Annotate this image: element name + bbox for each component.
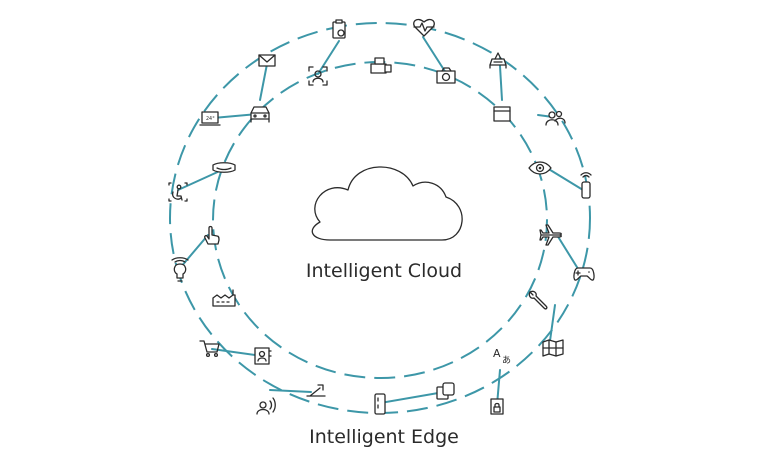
drone-icon (306, 384, 326, 397)
clipboard-icon (332, 19, 346, 39)
people-icon (545, 110, 566, 126)
smart-speaker-icon (580, 172, 592, 199)
map-icon (542, 339, 564, 357)
mail-icon (258, 54, 276, 67)
svg-text:あ: あ (502, 355, 511, 366)
translate-icon: A あ (493, 347, 511, 366)
heart-rate-icon (413, 18, 435, 37)
factory-icon (370, 57, 392, 74)
lock-device-icon (490, 398, 504, 415)
touch-hand-icon (204, 225, 220, 245)
camera-icon (436, 67, 456, 84)
industrial-plant-icon (212, 289, 236, 307)
browser-window-icon (493, 106, 511, 122)
contact-icon (308, 66, 328, 86)
svg-text:A: A (493, 347, 501, 360)
outer-ring (169, 22, 591, 414)
intelligent-cloud-label: Intelligent Cloud (305, 260, 463, 282)
cloud-icon (311, 166, 463, 241)
ring-connectors (177, 36, 584, 406)
contact-book-icon (254, 347, 272, 365)
vehicle-connected-icon (489, 52, 507, 69)
accessibility-icon (168, 182, 188, 202)
vr-headset-icon (212, 162, 236, 173)
voice-assistant-icon (256, 397, 276, 415)
game-controller-icon (573, 267, 595, 281)
phone-icon (374, 393, 386, 415)
shopping-cart-icon (199, 340, 220, 358)
laptop-icon: 24° (199, 111, 221, 126)
devices-icon (436, 382, 455, 400)
svg-text:24°: 24° (206, 116, 215, 122)
lightbulb-icon (171, 257, 189, 282)
wrench-icon (528, 290, 548, 310)
airplane-icon (539, 224, 562, 246)
car-icon (250, 106, 270, 123)
intelligent-edge-label: Intelligent Edge (309, 426, 459, 448)
eye-icon (528, 161, 552, 175)
